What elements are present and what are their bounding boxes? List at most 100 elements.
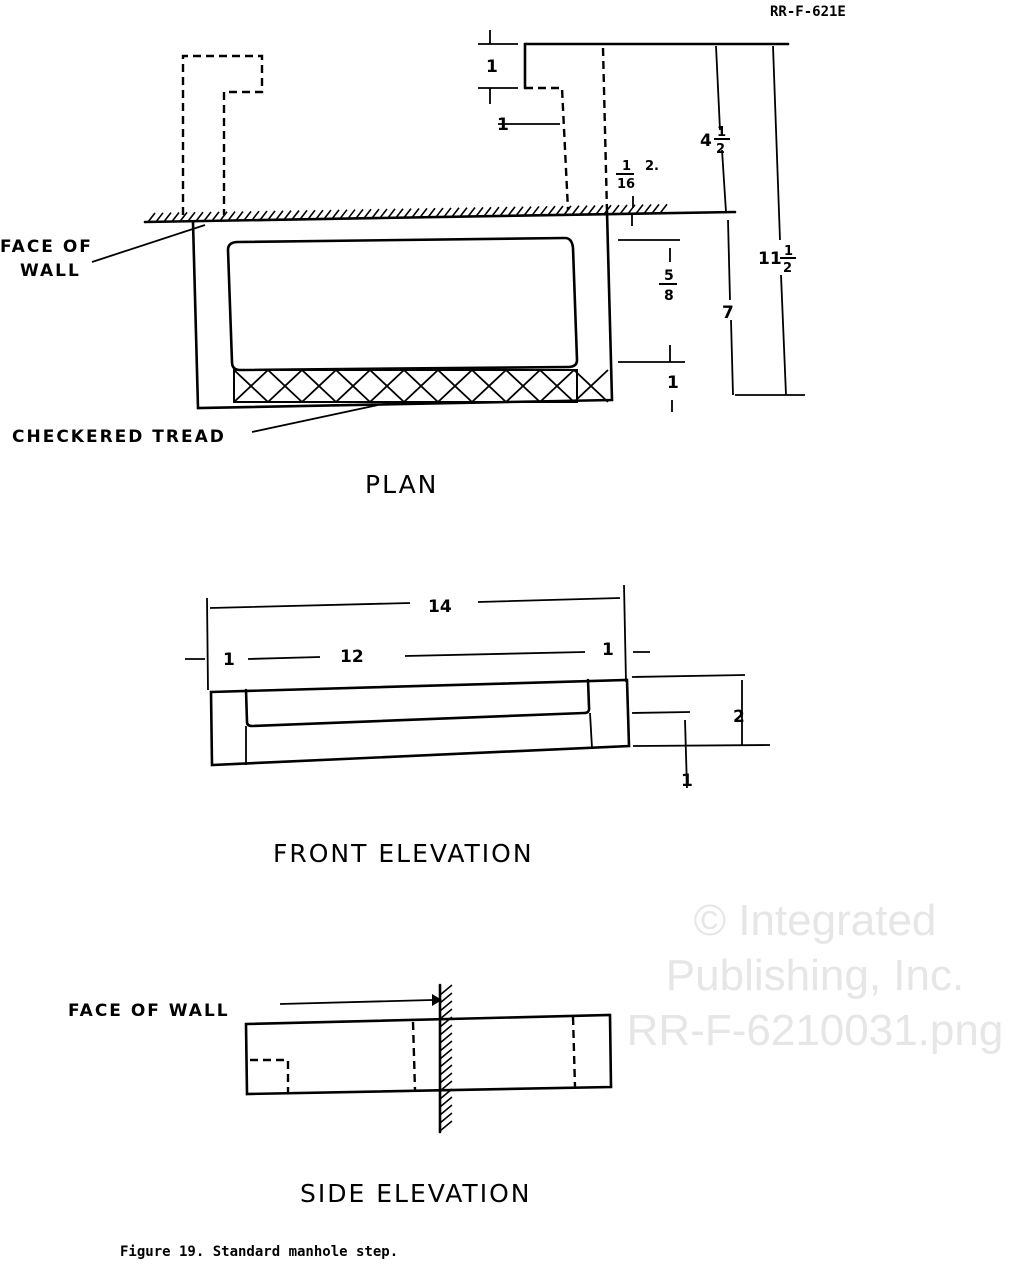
front-elevation-title: FRONT ELEVATION: [273, 839, 534, 868]
hatch-line: [439, 1104, 453, 1116]
plan-title: PLAN: [365, 470, 438, 499]
hatch-line: [379, 208, 388, 219]
hatch-line: [403, 208, 412, 219]
wall-hatch-side: [439, 984, 453, 1132]
dim-12: 12: [340, 647, 364, 667]
side-elevation-title: SIDE ELEVATION: [300, 1179, 531, 1208]
hatch-line: [467, 207, 476, 218]
hatch-line: [439, 1040, 453, 1052]
hatch-line: [233, 369, 269, 403]
hatch-line: [483, 206, 492, 217]
hatch-line: [147, 212, 156, 223]
hatch-line: [439, 1024, 453, 1036]
hatch-line: [635, 204, 644, 215]
hatch-line: [235, 210, 244, 221]
hatch-line: [291, 210, 300, 220]
hatch-line: [283, 210, 292, 221]
hatch-line: [403, 369, 439, 403]
hatch-line: [171, 212, 180, 223]
half-den: 2: [716, 142, 725, 157]
hatch-line: [475, 206, 484, 217]
half-den-2: 2: [783, 261, 792, 276]
hatch-line: [195, 211, 204, 222]
hatch-line: [595, 204, 604, 215]
hatch-line: [323, 209, 332, 220]
hatch-line: [395, 208, 404, 219]
hatch-line: [499, 206, 508, 217]
hatch-line: [439, 1112, 453, 1124]
hatch-line: [603, 204, 612, 215]
label-face-of-wall: FACE OF WALL: [68, 1001, 230, 1021]
plan-view: 1 1 1 16 2. 4 1 2 11 1 2 5 8 7 1 FACE OF…: [0, 30, 805, 499]
dim-2: 2: [733, 707, 745, 727]
hatch-line: [439, 1072, 453, 1084]
hatch-line: [439, 1096, 453, 1108]
hatch-line: [439, 984, 453, 996]
hatch-line: [387, 208, 396, 219]
hatch-line: [439, 1064, 453, 1076]
hatch-line: [611, 204, 620, 215]
dim-suffix: 2.: [645, 159, 659, 174]
watermark-line-3: RR-F-6210031.png: [627, 1006, 1004, 1055]
hatch-line: [547, 205, 556, 216]
dim-right-1: 1: [602, 640, 614, 660]
hatch-line: [339, 209, 348, 220]
hatch-line: [619, 204, 628, 215]
dim-left-1: 1: [223, 650, 235, 670]
hatch-line: [507, 206, 516, 217]
hatch-line: [267, 210, 276, 221]
hatch-line: [371, 208, 380, 219]
hatch-line: [437, 369, 473, 403]
watermark-line-2: Publishing, Inc.: [666, 951, 964, 1000]
half-num: 1: [717, 125, 726, 140]
hatch-line: [587, 205, 596, 215]
hatch-line: [539, 369, 575, 403]
dim-side-1: 1: [497, 115, 509, 135]
hatch-line: [439, 1000, 453, 1012]
dim-11-half: 11: [758, 249, 782, 269]
hatch-line: [163, 212, 172, 223]
hatch-line: [251, 210, 260, 221]
hatch-line: [439, 1032, 453, 1044]
hatch-line: [411, 207, 420, 218]
hatch-line: [275, 210, 284, 221]
hatch-line: [491, 206, 500, 217]
hatch-line: [435, 207, 444, 218]
hatch-line: [659, 203, 668, 214]
hatch-line: [369, 369, 405, 403]
hatch-line: [331, 209, 340, 220]
hatch-line: [427, 207, 436, 218]
hatch-line: [347, 209, 356, 220]
hatch-line: [459, 207, 468, 218]
hatch-line: [299, 209, 308, 220]
hatch-line: [439, 1016, 453, 1028]
hatch-line: [439, 1048, 453, 1060]
hatch-line: [563, 205, 572, 216]
hatch-line: [573, 369, 609, 403]
half-num-2: 1: [784, 244, 793, 259]
hatch-line: [439, 1120, 453, 1132]
hatch-line: [571, 205, 580, 216]
hatch-line: [363, 208, 372, 219]
hatch-line: [439, 1088, 453, 1100]
dim-7: 7: [722, 303, 734, 323]
watermark: © Integrated Publishing, Inc. RR-F-62100…: [627, 896, 1004, 1055]
hatch-line: [505, 369, 541, 403]
hatch-line: [419, 207, 428, 218]
hatch-line: [523, 206, 532, 217]
hatch-line: [243, 210, 252, 221]
hatch-line: [451, 207, 460, 218]
front-elevation-view: 14 12 1 1 2 1 FRONT ELEVATION: [185, 584, 771, 868]
label-wall: WALL: [20, 261, 81, 281]
hatch-line: [539, 205, 548, 216]
dim-14: 14: [428, 597, 452, 617]
hatch-line: [515, 206, 524, 217]
checkered-tread: [233, 369, 578, 403]
document-id: RR-F-621E: [770, 4, 846, 20]
hatch-line: [219, 211, 228, 222]
label-checkered-tread: CHECKERED TREAD: [12, 427, 226, 447]
hatch-line: [187, 211, 196, 222]
hatch-line: [259, 210, 268, 221]
dim-4-half: 4: [700, 131, 712, 151]
